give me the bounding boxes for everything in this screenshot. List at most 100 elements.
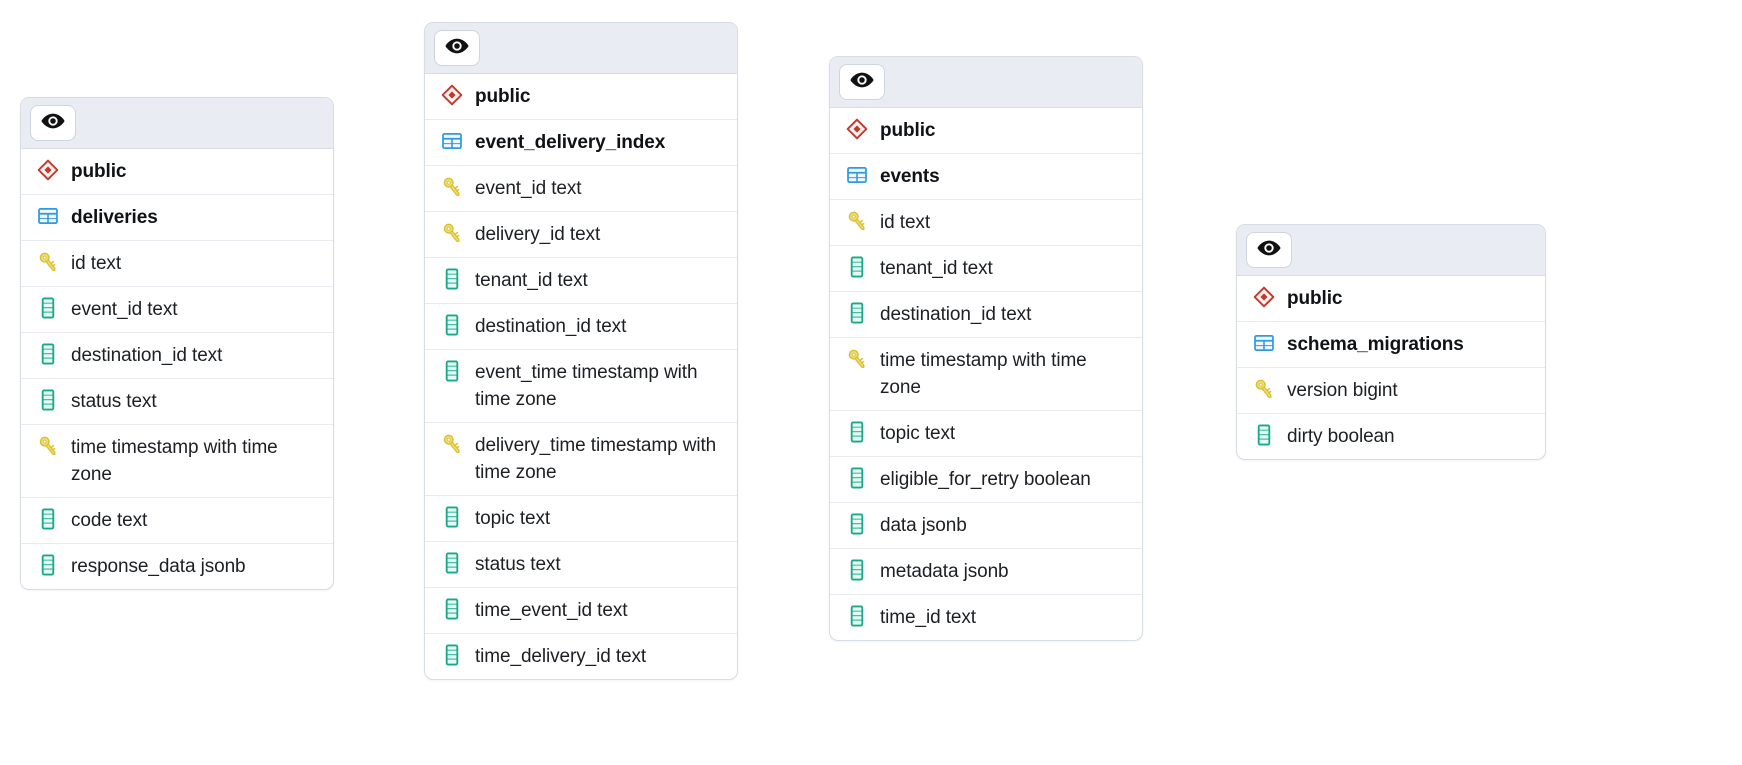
column-icon — [439, 643, 465, 666]
column-label: version bigint — [1287, 380, 1398, 401]
visibility-toggle-button[interactable] — [1246, 232, 1292, 268]
column-row[interactable]: destination_id text — [425, 304, 737, 350]
column-label: destination_id text — [71, 345, 223, 366]
column-row[interactable]: topic text — [830, 411, 1142, 457]
schema-name-row[interactable]: public — [830, 108, 1142, 154]
column-label: time timestamp with time zone — [880, 350, 1087, 398]
column-icon — [439, 267, 465, 290]
table-card-header — [21, 98, 333, 149]
table-name-row[interactable]: schema_migrations — [1237, 322, 1545, 368]
column-label: destination_id text — [475, 316, 627, 337]
column-label: event_id text — [475, 178, 582, 199]
column-label: eligible_for_retry boolean — [880, 469, 1091, 490]
schema-name-label: public — [1287, 288, 1343, 309]
column-icon — [35, 342, 61, 365]
column-row[interactable]: response_data jsonb — [21, 544, 333, 589]
schema-diamond-icon — [35, 158, 61, 181]
primary-key-icon — [35, 250, 61, 274]
table-name-row[interactable]: events — [830, 154, 1142, 200]
schema-name-row[interactable]: public — [21, 149, 333, 195]
column-row[interactable]: tenant_id text — [830, 246, 1142, 292]
schema-name-row[interactable]: public — [1237, 276, 1545, 322]
schema-name-row[interactable]: public — [425, 74, 737, 120]
primary-key-icon — [844, 347, 870, 371]
column-row[interactable]: destination_id text — [830, 292, 1142, 338]
table-card-header — [425, 23, 737, 74]
column-row[interactable]: delivery_time timestamp with time zone — [425, 423, 737, 496]
column-row[interactable]: event_time timestamp with time zone — [425, 350, 737, 423]
column-row[interactable]: time_id text — [830, 595, 1142, 640]
column-row[interactable]: time_delivery_id text — [425, 634, 737, 679]
column-row[interactable]: tenant_id text — [425, 258, 737, 304]
visibility-toggle-button[interactable] — [30, 105, 76, 141]
column-row[interactable]: time timestamp with time zone — [830, 338, 1142, 411]
column-row[interactable]: data jsonb — [830, 503, 1142, 549]
table-grid-icon — [1251, 331, 1277, 354]
column-row[interactable]: status text — [425, 542, 737, 588]
schema-name-label: public — [880, 120, 936, 141]
column-label: id text — [71, 253, 121, 274]
eye-icon — [849, 67, 875, 98]
table-name-label: events — [880, 166, 940, 187]
column-icon — [1251, 423, 1277, 446]
column-icon — [844, 255, 870, 278]
column-row[interactable]: time_event_id text — [425, 588, 737, 634]
column-label: time_delivery_id text — [475, 646, 647, 667]
column-label: status text — [71, 391, 157, 412]
schema-diamond-icon — [439, 83, 465, 106]
schema-name-label: public — [71, 161, 127, 182]
column-row[interactable]: id text — [21, 241, 333, 287]
column-label: tenant_id text — [880, 258, 993, 279]
column-label: time_event_id text — [475, 600, 628, 621]
column-row[interactable]: delivery_id text — [425, 212, 737, 258]
column-label: time_id text — [880, 607, 976, 628]
eye-icon — [1256, 235, 1282, 266]
table-grid-icon — [35, 204, 61, 227]
column-label: event_id text — [71, 299, 178, 320]
column-icon — [35, 553, 61, 576]
table-grid-icon — [844, 163, 870, 186]
column-label: tenant_id text — [475, 270, 588, 291]
table-card-deliveries[interactable]: public deliveries id text event_id text dest… — [20, 97, 334, 590]
column-row[interactable]: metadata jsonb — [830, 549, 1142, 595]
table-name-label: deliveries — [71, 207, 158, 228]
column-row[interactable]: eligible_for_retry boolean — [830, 457, 1142, 503]
primary-key-icon — [844, 209, 870, 233]
column-label: topic text — [880, 423, 956, 444]
column-label: dirty boolean — [1287, 426, 1395, 447]
table-grid-icon — [439, 129, 465, 152]
column-row[interactable]: code text — [21, 498, 333, 544]
column-label: event_time timestamp with time zone — [475, 362, 698, 410]
visibility-toggle-button[interactable] — [434, 30, 480, 66]
column-row[interactable]: destination_id text — [21, 333, 333, 379]
table-name-label: event_delivery_index — [475, 132, 666, 153]
table-card-events[interactable]: public events id text tenant_id text destina… — [829, 56, 1143, 641]
table-card-event_delivery_index[interactable]: public event_delivery_index event_id text d… — [424, 22, 738, 680]
primary-key-icon — [439, 221, 465, 245]
column-row[interactable]: time timestamp with time zone — [21, 425, 333, 498]
column-icon — [844, 301, 870, 324]
column-label: response_data jsonb — [71, 556, 246, 577]
column-label: delivery_time timestamp with time zone — [475, 435, 717, 483]
primary-key-icon — [439, 432, 465, 456]
table-name-row[interactable]: event_delivery_index — [425, 120, 737, 166]
primary-key-icon — [439, 175, 465, 199]
column-row[interactable]: event_id text — [21, 287, 333, 333]
visibility-toggle-button[interactable] — [839, 64, 885, 100]
column-label: topic text — [475, 508, 551, 529]
column-icon — [844, 604, 870, 627]
column-row[interactable]: dirty boolean — [1237, 414, 1545, 459]
column-row[interactable]: event_id text — [425, 166, 737, 212]
table-name-row[interactable]: deliveries — [21, 195, 333, 241]
column-row[interactable]: topic text — [425, 496, 737, 542]
schema-diamond-icon — [1251, 285, 1277, 308]
column-icon — [439, 505, 465, 528]
eye-icon — [444, 33, 470, 64]
column-label: data jsonb — [880, 515, 967, 536]
column-row[interactable]: status text — [21, 379, 333, 425]
schema-diamond-icon — [844, 117, 870, 140]
column-row[interactable]: id text — [830, 200, 1142, 246]
column-row[interactable]: version bigint — [1237, 368, 1545, 414]
column-icon — [844, 466, 870, 489]
